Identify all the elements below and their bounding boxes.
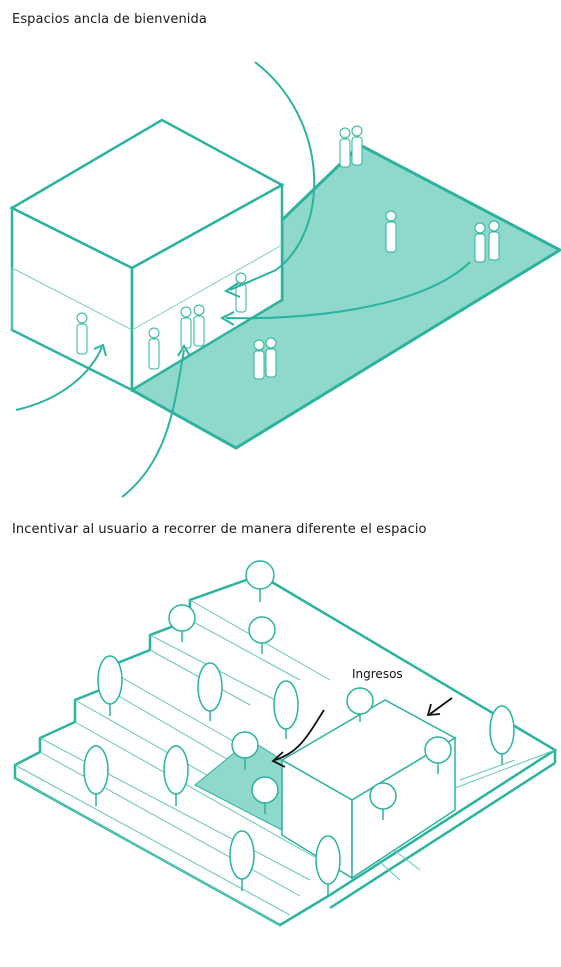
person-icon: [351, 125, 363, 166]
person-icon: [148, 327, 160, 370]
entrance-arrows: [271, 697, 453, 768]
person-icon: [265, 337, 277, 378]
tree-icon: [231, 731, 259, 770]
tree-icon: [83, 745, 109, 806]
flow-arrows: [15, 61, 471, 498]
people-silhouettes: [76, 125, 500, 380]
trees: [83, 560, 515, 896]
person-icon: [385, 210, 397, 253]
tree-icon: [424, 736, 452, 774]
tree-icon: [369, 782, 397, 820]
figure1-diagram: [9, 61, 561, 498]
person-icon: [253, 339, 265, 380]
tree-icon: [346, 687, 374, 722]
tree-icon: [489, 705, 515, 765]
person-icon: [180, 306, 192, 349]
person-icon: [474, 222, 486, 263]
tree-icon: [229, 830, 255, 891]
tree-icon: [245, 560, 275, 602]
person-icon: [193, 304, 205, 347]
person-icon: [76, 312, 88, 355]
person-icon: [488, 220, 500, 261]
tree-icon: [251, 776, 279, 814]
tree-icon: [315, 835, 341, 896]
figure1-caption: Espacios ancla de bienvenida: [12, 12, 207, 27]
building-floor-lines: [11, 244, 283, 331]
ingresos-label: Ingresos: [352, 667, 403, 681]
tree-icon: [248, 616, 276, 654]
tree-icon: [97, 655, 123, 716]
figure2-caption: Incentivar al usuario a recorrer de mane…: [12, 522, 427, 537]
entrance-block: [280, 699, 457, 880]
person-icon: [235, 272, 247, 313]
tree-icon: [163, 745, 189, 806]
tree-icon: [273, 680, 299, 739]
arrow-heads: [93, 282, 241, 357]
tree-icon: [197, 662, 223, 721]
person-icon: [339, 127, 351, 168]
tree-icon: [168, 604, 196, 642]
